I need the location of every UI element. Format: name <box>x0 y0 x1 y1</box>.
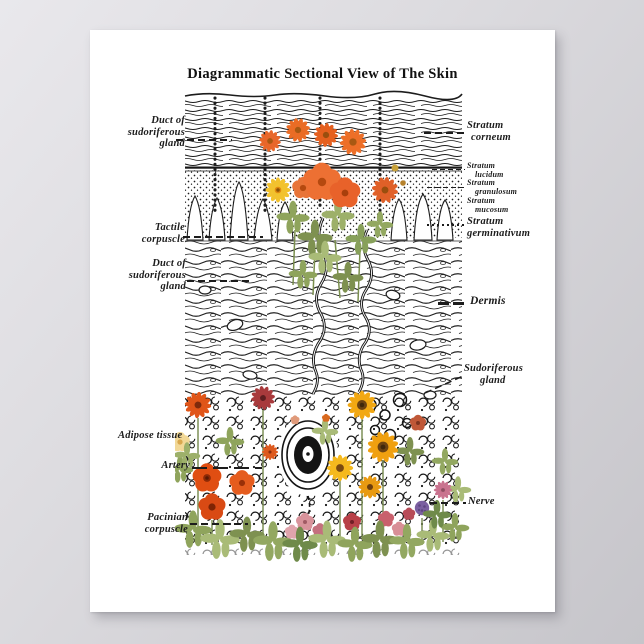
leader-dermis <box>438 302 467 305</box>
leader-duct-upper <box>176 139 232 141</box>
label-stratum-lucidum: Stratum lucidum <box>467 161 504 179</box>
label-artery: Artery <box>161 460 190 471</box>
skin-diagram-illustration <box>175 90 472 562</box>
label-stratum-granulosum: Stratum granulosum <box>467 178 518 196</box>
leader-tactile-corpuscle <box>183 236 263 238</box>
label-stratum-mucosum: Stratum mucosum <box>467 196 509 214</box>
leader-stratum-germinativum <box>427 224 465 226</box>
leader-pacinian-corpuscle <box>190 523 248 525</box>
flower-artwork-bottom <box>175 384 472 562</box>
label-sudoriferous-gland: Sudoriferous gland <box>464 363 524 386</box>
skin-anatomy-poster: Diagrammatic Sectional View of The Skin <box>90 30 555 612</box>
label-stratum-corneum: Stratum corneum <box>467 120 511 143</box>
engraving-papillae <box>185 180 462 242</box>
label-adipose-tissue: Adipose tissue <box>118 430 183 441</box>
dermis-vesicles <box>198 285 437 400</box>
flower-artwork-top <box>257 115 406 303</box>
label-pacinian-corpuscle: Pacinian corpuscle <box>144 512 188 535</box>
label-dermis: Dermis <box>470 295 506 307</box>
leader-artery <box>192 467 262 469</box>
leader-stratum-granulosum <box>427 187 465 189</box>
label-nerve: Nerve <box>468 496 495 507</box>
poster-title: Diagrammatic Sectional View of The Skin <box>187 66 458 82</box>
leader-stratum-lucidum <box>432 169 465 171</box>
label-duct-of-sudoriferous-gland-lower: Duct of sudoriferous gland <box>128 258 186 292</box>
leader-nerve <box>430 502 466 504</box>
leader-stratum-corneum <box>424 132 467 134</box>
leader-sudoriferous-gland <box>424 375 464 394</box>
leader-duct-lower <box>187 280 253 282</box>
label-duct-of-sudoriferous-gland-upper: Duct of sudoriferous gland <box>127 115 185 149</box>
label-tactile-corpuscle: Tactile corpuscle <box>141 222 185 245</box>
label-stratum-germinativum: Stratum germinativum <box>467 216 531 239</box>
